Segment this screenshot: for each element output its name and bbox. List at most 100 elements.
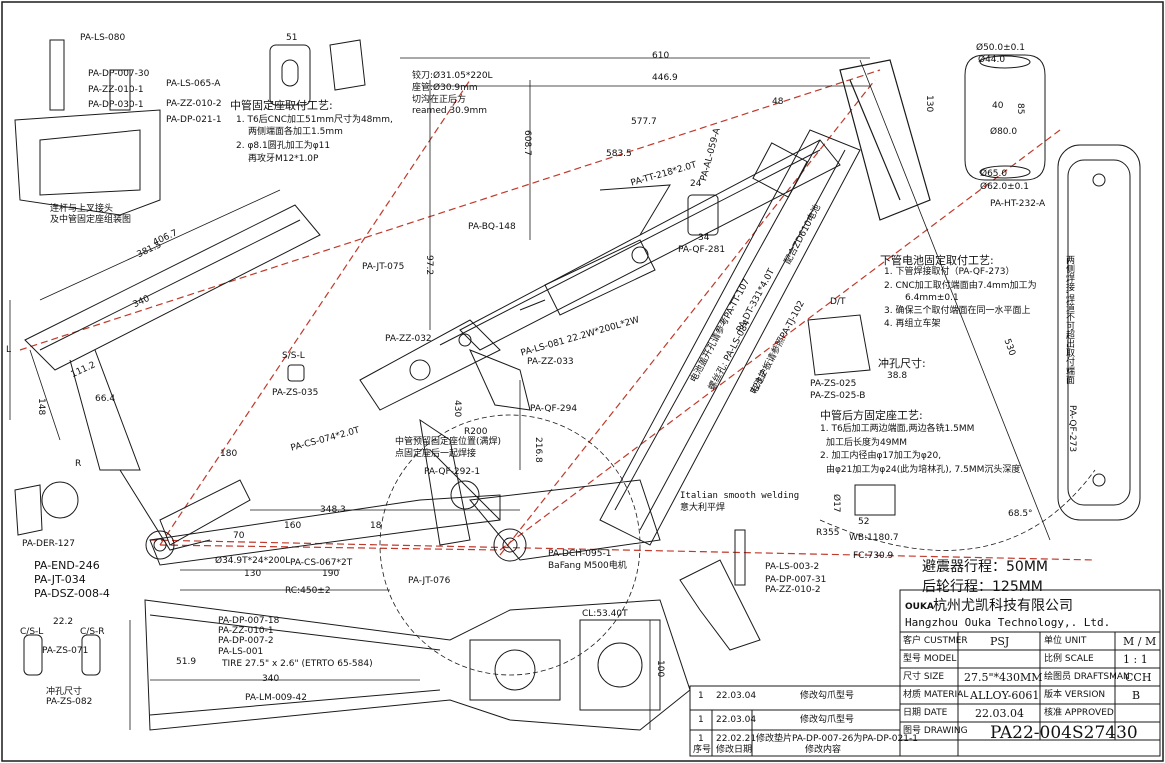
dim-fc: FC:730.9 [853,551,894,561]
part-dsz008: PA-DSZ-008-4 [34,587,110,600]
assembly-view [14,39,161,216]
dim-40: 40 [992,101,1004,111]
part-zz032: PA-ZZ-032 [385,334,432,344]
note-dt-side: 两侧焊接,焊道不可超出取付端面 [1064,255,1074,384]
company-name-cn: 杭州尤凯科技有限公司 [933,598,1073,614]
dim-4469: 446.9 [652,73,678,83]
part-zz010-2: PA-ZZ-010-2 [166,99,222,109]
note-midtube-1c: 两侧端面各加工1.5mm [248,127,343,137]
dim-160: 160 [284,521,302,531]
part-dp072: PA-DP-007-2 [218,636,274,646]
part-dp030: PA-DP-007-30 [88,69,150,79]
note-rear-2: 2. 加工内径由φ17加工为φ20, [820,451,942,461]
part-cs-l: C/S-L [20,627,44,637]
tb-customer-label: 客户 CUSTMER [903,636,968,646]
dim-340b: 340 [262,674,280,684]
bottom-view [144,599,691,731]
part-cs-r: C/S-R [80,627,105,637]
part-ls065: PA-LS-065-A [166,79,221,89]
dim-430: 430 [452,400,462,418]
tb-unit-label: 单位 UNIT [1044,636,1087,646]
part-zz033: PA-ZZ-033 [527,357,574,367]
rev-no-row2: 1 [698,734,704,744]
part-zz010c: PA-ZZ-010-1 [218,626,274,636]
tb-version-label: 版本 VERSION [1044,690,1106,700]
note-midtube-2: 2. φ8.1圆孔加工为φ11 [236,141,331,151]
dim-180: 180 [220,449,238,459]
part-dp0301: PA-DP-030-1 [88,100,144,110]
note-midtube-1: 1. T6后CNC加工51mm尺寸为48mm, [236,115,393,125]
rev-header-content: 修改内容 [805,745,842,755]
rev-header-no: 序号 [693,745,712,755]
tb-draftsman-label: 绘图员 DRAFTSMAN [1044,672,1130,682]
company-logo: OUKA [905,602,934,612]
tb-size: 27.5"*430MM [964,671,1043,684]
dim-610: 610 [652,51,670,61]
dim-685: 68.5° [1008,509,1033,519]
motor-mount [469,479,661,562]
dim-6087: 608.7 [522,130,532,156]
head-tube-detail [964,54,1046,181]
note-reamer-1: 铰刀:Ø31.05*220L [412,71,493,81]
dim-70: 70 [233,531,245,541]
part-zz010-1: PA-ZZ-010-1 [88,85,144,95]
rev-no-0: 1 [698,691,704,701]
dim-655: Ø65.0 [980,169,1008,179]
geometry-dashes [19,69,1096,561]
dim-l: L [6,345,12,355]
dim-5835: 583.5 [606,149,632,159]
dim-440: Ø44.0 [978,55,1006,65]
dim-2168: 216.8 [533,437,543,463]
tb-material: ALLOY-6061 [970,689,1040,702]
small-parts [14,39,896,676]
dimension-lines [9,57,1051,730]
tb-approved-label: 核准 APPROVED [1044,708,1114,718]
dim-5777: 577.7 [631,117,657,127]
note-battery-2: 2. CNC加工取付端面由7.4mm加工为 [884,281,1037,291]
battery-plate [1057,144,1141,521]
dim-620: Ø62.0±0.1 [980,182,1029,192]
rocker-link [359,319,531,411]
seat-stay [24,204,321,551]
part-dp021: PA-DP-021-1 [166,115,222,125]
seat-tube [419,418,501,546]
note-rear-title: 中管后方固定座工艺: [820,409,923,422]
note-reamer-3: 切沟在正后方 [412,95,467,105]
rev-content-1: 修改勾爪型号 [800,715,855,725]
tb-drawing-label: 图号 DRAWING [903,726,968,736]
dim-34: 34 [698,233,710,243]
dim-388: 38.8 [887,371,908,381]
tb-draftsman: CCH [1125,671,1152,684]
note-battery-4: 4. 再组立车架 [884,319,941,329]
part-zs025b: PA-ZS-025-B [810,391,866,401]
tb-drawing-number: PA22-004S27430 [990,723,1138,743]
dim-85: 85 [1015,103,1025,115]
note-weld-en: Italian smooth welding [680,491,800,501]
dim-wb: WB:1180.7 [849,533,899,543]
down-tube [599,129,861,546]
rear-travel: 后轮行程：125MM [922,579,1043,595]
part-dp031: PA-DP-007-31 [765,575,827,585]
tb-size-label: 尺寸 SIZE [903,672,945,682]
part-zz010b: PA-ZZ-010-2 [765,585,821,595]
note-battery-3: 3. 确保三个取付端面在同一水平面上 [884,306,1031,316]
dim-800: Ø80.0 [990,127,1018,137]
part-zs025: PA-ZS-025 [810,379,857,389]
dim-519: 51.9 [176,657,197,667]
title-block-grid [689,589,1161,757]
part-zs071: PA-ZS-071 [42,646,89,656]
dim-48: 48 [772,97,784,107]
part-ls080: PA-LS-080 [80,33,126,43]
tb-model-label: 型号 MODEL [903,654,957,664]
dim-18: 18 [370,521,382,531]
part-bq148: PA-BQ-148 [468,222,516,232]
dim-100: 100 [655,660,665,678]
note-reamer-4: reamed 30.9mm [412,106,488,116]
tb-date-label: 日期 DATE [903,708,948,718]
note-midtube-title: 中管固定座取付工艺: [230,99,333,112]
top-tube [439,139,841,351]
dim-148: 148 [36,398,46,416]
part-jt076: PA-JT-076 [408,576,451,586]
part-end246: PA-END-246 [34,559,100,572]
